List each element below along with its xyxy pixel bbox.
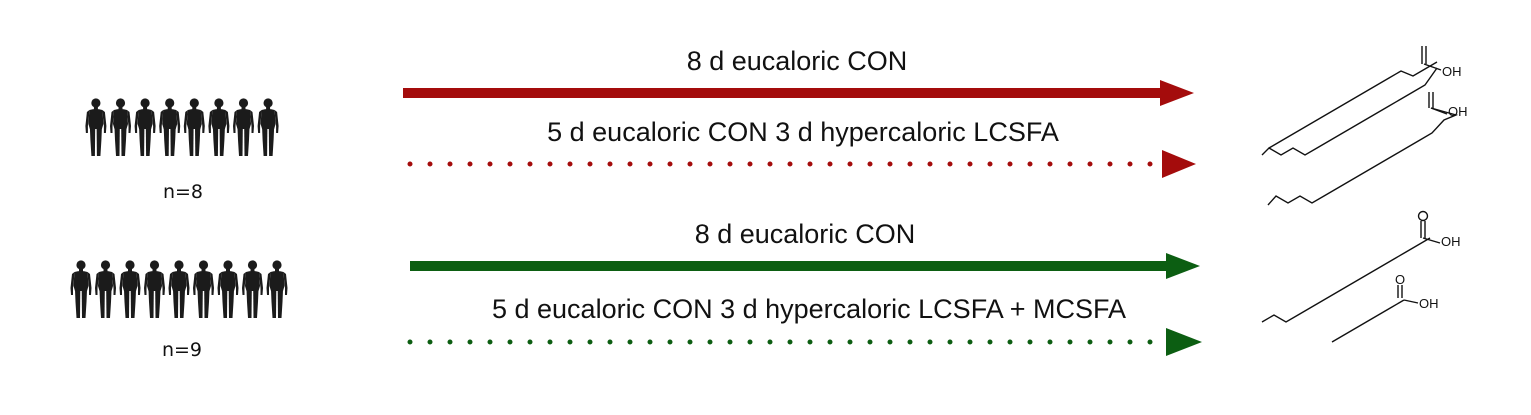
person-silhouette xyxy=(257,98,279,156)
person-silhouette xyxy=(266,260,288,318)
long-chain-fatty-acid-structure-3 xyxy=(1261,210,1441,323)
group-2-solid-arrow-label: 8 d eucaloric CON xyxy=(695,219,916,249)
person-silhouette xyxy=(168,260,190,318)
fatty-acid-4-o-label: O xyxy=(1395,272,1405,287)
person-silhouette xyxy=(242,260,263,318)
person-silhouette xyxy=(134,98,156,156)
person-silhouette xyxy=(183,98,205,156)
fatty-acid-4-oh-label: OH xyxy=(1419,296,1439,311)
group-2-dotted-arrow-label: 5 d eucaloric CON 3 d hypercaloric LCSFA… xyxy=(492,294,1126,324)
group-1-n-label: n=8 xyxy=(163,181,203,203)
group-2-silhouettes xyxy=(70,260,288,318)
person-silhouette xyxy=(85,98,107,156)
group-2-n-label: n=9 xyxy=(162,339,202,361)
fatty-acid-3-oh-label: OH xyxy=(1441,234,1461,249)
group-1-solid-arrow xyxy=(403,80,1194,106)
person-silhouette xyxy=(144,260,165,318)
group-1-solid-arrow-label: 8 d eucaloric CON xyxy=(687,46,908,76)
fatty-acid-1-oh-label: OH xyxy=(1442,64,1462,79)
person-silhouette xyxy=(233,98,254,156)
person-silhouette xyxy=(193,260,214,318)
fatty-acid-2-oh-label: OH xyxy=(1448,104,1468,119)
person-silhouette xyxy=(95,260,116,318)
group-2-solid-arrow xyxy=(410,253,1200,279)
person-silhouette xyxy=(70,260,92,318)
person-silhouette xyxy=(119,260,141,318)
person-silhouette xyxy=(159,98,181,156)
group-2-dotted-arrow xyxy=(407,328,1202,356)
group-1-dotted-arrow-label: 5 d eucaloric CON 3 d hypercaloric LCSFA xyxy=(547,117,1059,147)
person-silhouette xyxy=(208,98,230,156)
group-1-dotted-arrow xyxy=(407,150,1196,178)
long-chain-fatty-acid-structure-1 xyxy=(1261,46,1442,156)
long-chain-fatty-acid-structure-2 xyxy=(1267,92,1459,206)
group-1-silhouettes xyxy=(85,98,279,156)
person-silhouette xyxy=(110,98,131,156)
person-silhouette xyxy=(217,260,239,318)
medium-chain-fatty-acid-structure xyxy=(1331,285,1419,343)
